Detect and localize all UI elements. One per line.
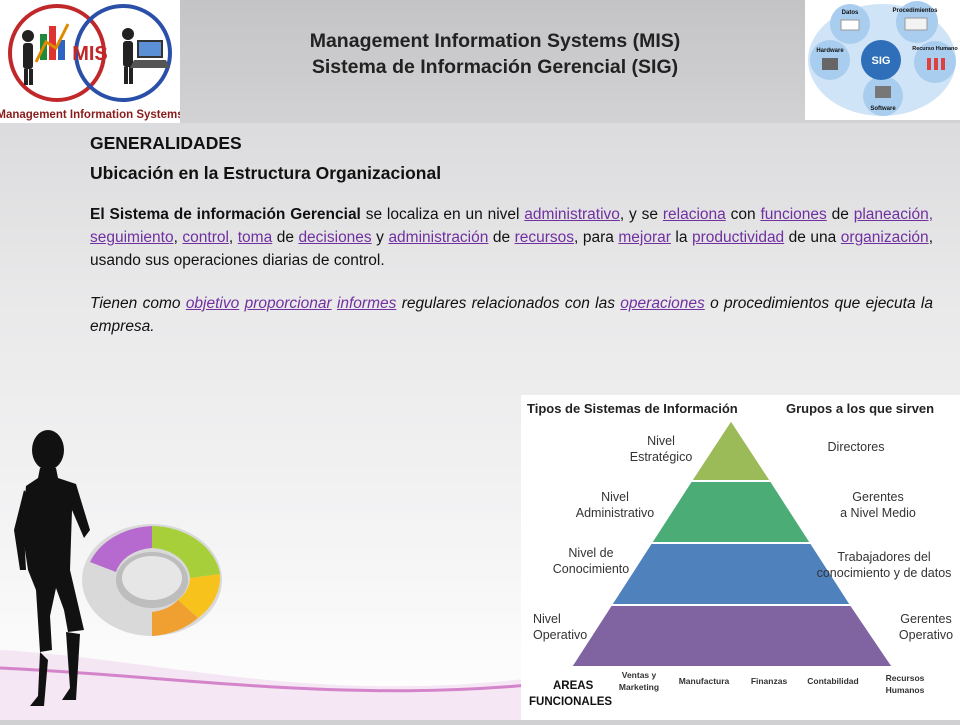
inline-link[interactable]: control: [182, 229, 229, 246]
text-run: de: [488, 229, 515, 246]
text-run: Tienen como: [90, 295, 186, 312]
pyramid-level-conocimiento: [609, 542, 853, 606]
sig-node-procedimientos: Procedimientos: [892, 8, 938, 14]
level-left-label: Nivel: [533, 612, 561, 626]
inline-link[interactable]: productividad: [691, 229, 785, 246]
page-title: Management Information Systems (MIS) Sis…: [190, 28, 800, 80]
level-left-label: Operativo: [533, 628, 587, 642]
level-left-label: Nivel: [601, 490, 629, 504]
functional-area: Recursos: [886, 673, 925, 683]
inline-link[interactable]: seguimiento: [90, 229, 174, 246]
sig-node-datos: Datos: [842, 10, 859, 16]
inline-link[interactable]: informes: [336, 295, 397, 312]
level-right-label: a Nivel Medio: [840, 506, 916, 520]
inline-link[interactable]: proporcionar: [244, 295, 332, 312]
title-line-2: Sistema de Información Gerencial (SIG): [311, 56, 679, 78]
level-left-label: Conocimiento: [553, 562, 629, 576]
sig-diagram: SIG Datos Procedimientos Hardware Recurs…: [805, 0, 960, 120]
level-right-label: Gerentes: [852, 490, 903, 504]
main-content: GENERALIDADES Ubicación en la Estructura…: [90, 132, 933, 338]
inline-link[interactable]: administrativo: [524, 206, 620, 223]
text-run: y: [371, 229, 389, 246]
donut-graphic: [82, 524, 222, 636]
text-run: se localiza en un nivel: [360, 206, 525, 223]
title-line-1: Management Information Systems (MIS): [309, 30, 681, 52]
text-run: , y se: [619, 206, 663, 223]
functional-area: Contabilidad: [807, 676, 858, 686]
text-run: la: [670, 229, 692, 246]
functional-area: Humanos: [886, 685, 925, 695]
bold-term: El Sistema de información Gerencial: [90, 206, 361, 223]
functional-area: Ventas y: [622, 670, 657, 680]
mis-logo: MIS Management Information Systems: [0, 0, 184, 123]
pyramid-right-header: Grupos a los que sirven: [786, 401, 934, 416]
functional-area: Finanzas: [751, 676, 788, 686]
level-left-label: Administrativo: [576, 506, 655, 520]
sig-center-label: SIG: [872, 55, 891, 67]
functional-area: Marketing: [619, 682, 659, 692]
mis-logo-mark: MIS: [72, 43, 108, 65]
inline-link[interactable]: decisiones: [298, 229, 372, 246]
level-left-label: Estratégico: [630, 450, 693, 464]
inline-link[interactable]: planeación,: [853, 206, 934, 223]
level-right-label: Gerentes: [900, 612, 951, 626]
text-run: , para: [574, 229, 619, 246]
functional-area: Manufactura: [679, 676, 730, 686]
sig-node-hardware: Hardware: [816, 48, 844, 54]
laptop-figure-icon: [122, 28, 170, 84]
pyramid-level-operativo: [569, 604, 895, 668]
section-heading: GENERALIDADES: [90, 133, 242, 153]
paragraph-definition: El Sistema de información Gerencial se l…: [90, 203, 933, 272]
pyramid-left-header: Tipos de Sistemas de Información: [527, 401, 738, 416]
text-run: de: [826, 206, 854, 223]
text-run: o procedimientos que ejecuta la empresa.: [90, 295, 933, 335]
pyramid-panel: Tipos de Sistemas de Información Grupos …: [521, 395, 960, 720]
inline-link[interactable]: objetivo: [185, 295, 240, 312]
level-right-label: Operativo: [899, 628, 953, 642]
inline-link[interactable]: relaciona: [662, 206, 726, 223]
text-run: de: [272, 229, 299, 246]
inline-link[interactable]: recursos: [514, 229, 575, 246]
text-run: ,: [173, 229, 183, 246]
level-left-label: Nivel de: [568, 546, 613, 560]
section-subheading: Ubicación en la Estructura Organizaciona…: [90, 163, 442, 183]
areas-label: FUNCIONALES: [529, 696, 612, 708]
mis-logo-caption: Management Information Systems: [0, 109, 180, 121]
paragraph-objective: Tienen como objetivo proporcionar inform…: [90, 292, 933, 338]
level-right-label: conocimiento y de datos: [817, 566, 952, 580]
inline-link[interactable]: funciones: [760, 206, 827, 223]
text-run: de una: [784, 229, 841, 246]
pyramid-level-estrategico: [689, 418, 773, 482]
level-right-label: Trabajadores del: [837, 550, 930, 564]
text-run: con: [725, 206, 761, 223]
inline-link[interactable]: administración: [388, 229, 489, 246]
level-right-label: Directores: [828, 440, 885, 454]
pyramid-level-administrativo: [649, 480, 813, 544]
text-run: , usando sus operaciones diarias de cont…: [90, 229, 933, 269]
level-left-label: Nivel: [647, 434, 675, 448]
inline-link[interactable]: operaciones: [620, 295, 705, 312]
sig-node-software: Software: [870, 106, 896, 112]
inline-link[interactable]: toma: [237, 229, 273, 246]
areas-label: AREAS: [553, 680, 594, 692]
text-run: ,: [228, 229, 238, 246]
text-run: regulares relacionados con las: [396, 295, 621, 312]
businesswoman-silhouette: [14, 430, 90, 706]
sig-node-recurso-humano: Recurso Humano: [912, 46, 958, 52]
inline-link[interactable]: organización: [840, 229, 929, 246]
chart-figure-icon: [22, 23, 70, 85]
inline-link[interactable]: mejorar: [618, 229, 671, 246]
